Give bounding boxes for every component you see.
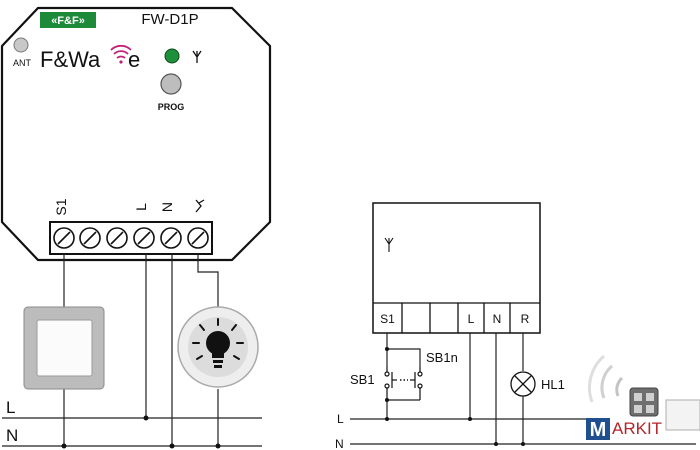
switch-label-sb1: SB1 — [350, 372, 375, 387]
watermark: M ARKIT — [586, 418, 662, 441]
junction-dot — [215, 443, 221, 449]
lamp-hl1-symbol — [510, 371, 536, 397]
junction-dot — [61, 443, 67, 449]
antenna-indicator — [13, 37, 29, 53]
left-line-label: L — [6, 398, 15, 417]
screw-slot — [110, 231, 124, 245]
schematic-terminal-cells: S1 L N R — [380, 303, 530, 333]
product-name-right: e — [128, 47, 140, 72]
screw-slot — [191, 231, 205, 245]
device-module: «F&F» FW-D1P ANT F&Wa e PROG S1 L N — [0, 6, 272, 262]
schematic-line-label: L — [337, 412, 344, 426]
junction-dot — [494, 442, 498, 446]
junction-dot — [385, 347, 389, 351]
prog-button[interactable] — [160, 73, 182, 95]
wave-wifi-icon — [110, 44, 132, 64]
terminal-label-s1: S1 — [53, 198, 69, 215]
terminal-screws — [53, 227, 209, 249]
switch-label-sb1n: SB1n — [426, 350, 458, 365]
device-housing — [0, 6, 272, 262]
lamp-label-hl1: HL1 — [541, 377, 565, 392]
junction-dot — [169, 443, 175, 449]
terminal-block — [49, 221, 213, 255]
antenna-icon — [192, 50, 202, 63]
remote-control-icon — [629, 387, 659, 417]
screw-slot — [57, 231, 71, 245]
brand-logo-text: «F&F» — [51, 15, 85, 27]
watermark-m: M — [590, 419, 607, 441]
screw-slot — [83, 231, 97, 245]
push-button-sb1n — [410, 367, 423, 400]
watermark-rest: ARKIT — [612, 419, 662, 438]
junction-dot — [521, 442, 525, 446]
schematic-terminal-label: L — [468, 312, 475, 326]
screw-slot — [137, 231, 151, 245]
schematic-device-box — [372, 202, 541, 334]
ant-label: ANT — [13, 58, 32, 68]
lamp-output-symbol-icon — [195, 199, 205, 213]
light-bulb-icon — [192, 318, 244, 368]
junction-dot — [385, 398, 389, 402]
status-led — [164, 48, 180, 64]
schematic-antenna-icon — [384, 237, 394, 252]
remote-wireless-graphic — [588, 354, 700, 431]
junction-dot — [143, 415, 149, 421]
model-label: FW-D1P — [141, 11, 198, 28]
wall-switch-rocker — [36, 319, 93, 377]
brand-logo-box — [40, 12, 96, 28]
prog-label: PROG — [158, 102, 185, 112]
schematic-terminal-label: N — [493, 312, 502, 326]
product-name-left: F&Wa — [40, 47, 101, 72]
junction-dot — [385, 417, 389, 421]
push-button-sb1 — [384, 367, 397, 400]
schematic-terminal-label: R — [521, 312, 530, 326]
schematic-neutral-label: N — [335, 437, 344, 450]
lamp-fixture — [177, 306, 259, 388]
left-neutral-label: N — [6, 426, 18, 445]
wall-receiver-icon — [665, 399, 700, 431]
terminal-label-l: L — [133, 203, 149, 211]
terminal-label-n: N — [159, 202, 175, 212]
left-supply: L N — [2, 398, 262, 449]
schematic-terminal-label: S1 — [380, 312, 395, 326]
junction-dot — [468, 417, 472, 421]
wall-switch — [23, 306, 105, 390]
screw-slot — [164, 231, 178, 245]
